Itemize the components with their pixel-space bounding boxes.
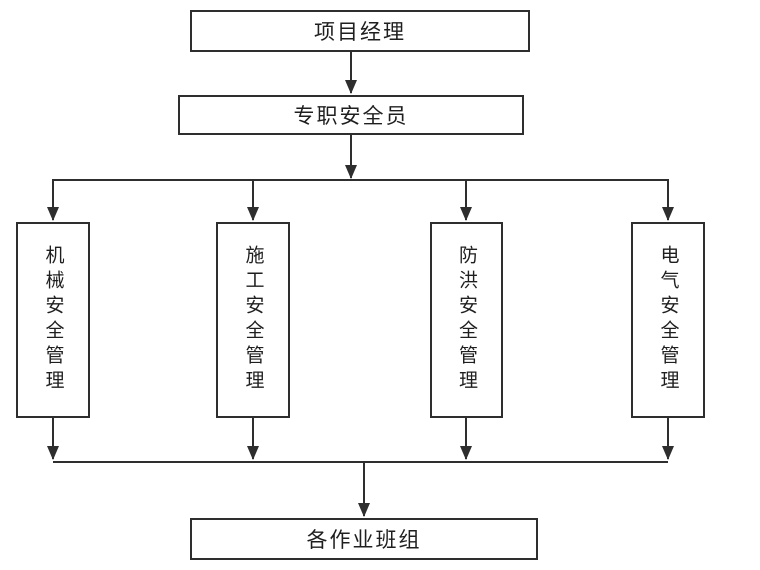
- flow-node-label: 专职安全员: [293, 105, 409, 128]
- flow-node-label: 项目经理: [314, 21, 406, 44]
- flow-node-label: 电气安全管理: [657, 245, 679, 395]
- flow-node-project-manager: 项目经理: [190, 10, 530, 52]
- flow-node-mechanical-safety: 机械安全管理: [16, 222, 90, 418]
- flow-node-construction-safety: 施工安全管理: [216, 222, 290, 418]
- flow-node-label: 各作业班组: [306, 529, 422, 552]
- flow-node-electrical-safety: 电气安全管理: [631, 222, 705, 418]
- flow-node-safety-officer: 专职安全员: [178, 95, 524, 135]
- flow-node-work-teams: 各作业班组: [190, 518, 538, 560]
- flow-node-label: 施工安全管理: [242, 245, 264, 395]
- flow-node-label: 机械安全管理: [42, 245, 64, 395]
- flow-node-flood-prevention-safety: 防洪安全管理: [430, 222, 503, 418]
- flow-node-label: 防洪安全管理: [456, 245, 477, 395]
